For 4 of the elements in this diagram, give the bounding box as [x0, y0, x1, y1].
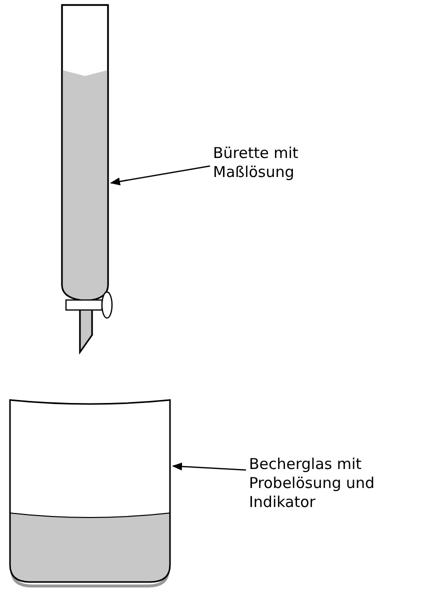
leader-line: [110, 165, 210, 186]
label-text: Becherglas mit Probelösung und Indikator: [249, 455, 434, 512]
leader-line: [172, 462, 246, 471]
label-text: Bürette mit Maßlösung: [213, 144, 343, 182]
